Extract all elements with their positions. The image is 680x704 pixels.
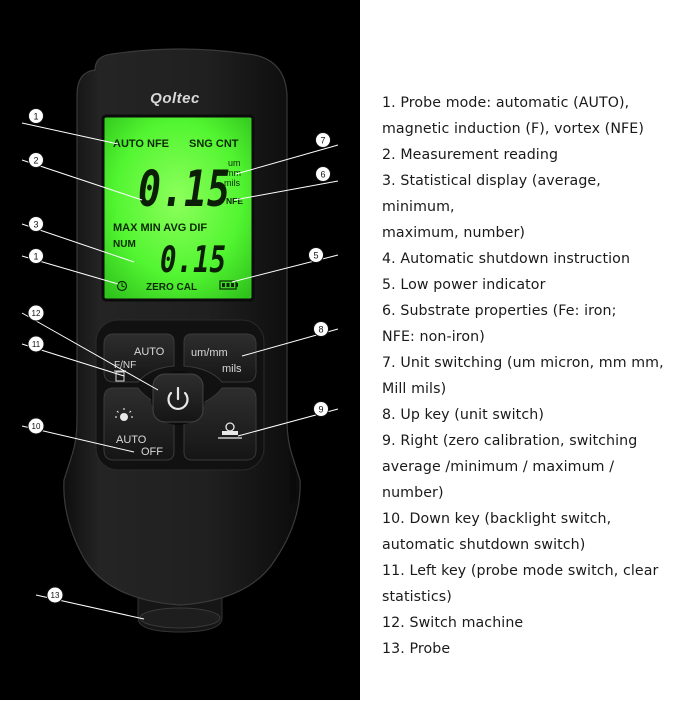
brand-logo: Qoltec — [150, 90, 200, 107]
legend-line: maximum, number) — [382, 225, 526, 241]
down-key-off-label: OFF — [141, 446, 163, 458]
legend-line: 4. Automatic shutdown instruction — [382, 251, 631, 267]
callout-circles: 1 2 3 1 5 — [27, 108, 331, 604]
power-button[interactable] — [151, 371, 205, 425]
legend-line: statistics) — [382, 589, 452, 605]
clock-icon — [116, 280, 128, 292]
callout-10-down-key: 10 — [27, 417, 45, 435]
legend-line: automatic shutdown switch) — [382, 537, 586, 553]
callout-13-probe: 13 — [46, 586, 64, 604]
legend-list: 1. Probe mode: automatic (AUTO), magneti… — [382, 90, 678, 662]
lcd-num-label: NUM — [113, 239, 136, 250]
lcd-stat-reading: 0.15 — [160, 240, 226, 281]
callout-1-mode: 1 — [28, 108, 44, 124]
lcd-unit-mils: mils — [224, 178, 240, 188]
callout-5-low-power: 5 — [308, 247, 324, 263]
svg-text:11: 11 — [32, 340, 41, 349]
up-key-mils-label: mils — [222, 363, 242, 375]
lcd-screen — [101, 114, 255, 302]
legend-line: 10. Down key (backlight switch, — [382, 511, 612, 527]
lcd-unit-mm: mm — [226, 168, 241, 178]
lcd-zero-cal-label: ZERO CAL — [146, 282, 197, 293]
legend-line: 9. Right (zero calibration, switching — [382, 433, 638, 449]
legend-line: Mill mils) — [382, 381, 447, 397]
svg-text:12: 12 — [32, 309, 41, 318]
lcd-unit-um: um — [228, 158, 241, 168]
callout-9-right-key: 9 — [313, 401, 329, 417]
up-key-unit-label: um/mm — [191, 347, 228, 359]
svg-text:8: 8 — [318, 325, 323, 335]
lcd-mode-label: AUTO NFE — [113, 138, 169, 150]
device-illustration: Qoltec AUTO NFE SNG CNT 0.15 um mm mils … — [21, 48, 339, 633]
svg-text:9: 9 — [318, 405, 323, 415]
legend-line: 5. Low power indicator — [382, 277, 546, 293]
callout-1-shutdown: 1 — [28, 248, 44, 264]
svg-text:1: 1 — [33, 112, 38, 122]
svg-text:13: 13 — [51, 591, 60, 600]
svg-text:2: 2 — [33, 156, 38, 166]
svg-text:7: 7 — [320, 136, 325, 146]
left-key-fnf-label: F/NF — [114, 360, 136, 371]
legend-line: 6. Substrate properties (Fe: iron; — [382, 303, 617, 319]
svg-text:3: 3 — [33, 220, 38, 230]
callout-11-left-key: 11 — [27, 335, 45, 353]
callout-12-power: 12 — [27, 304, 45, 322]
backlight-icon — [115, 408, 133, 421]
legend-line: 1. Probe mode: automatic (AUTO), — [382, 95, 630, 111]
legend-line: 13. Probe — [382, 641, 451, 657]
device-photo-panel: Qoltec AUTO NFE SNG CNT 0.15 um mm mils … — [0, 0, 360, 700]
lcd-sng-cnt-label: SNG CNT — [189, 138, 239, 150]
legend-line: 3. Statistical display (average, minimum… — [382, 173, 601, 215]
legend-line: 7. Unit switching (um micron, mm mm, — [382, 355, 664, 371]
legend-line: 2. Measurement reading — [382, 147, 559, 163]
power-icon — [167, 386, 189, 411]
lcd-substrate-label: NFE — [226, 196, 243, 206]
legend-line: 12. Switch machine — [382, 615, 524, 631]
probe-calibration-icon — [218, 422, 242, 439]
legend-line: NFE: non-iron) — [382, 329, 485, 345]
callout-7-units: 7 — [315, 132, 331, 148]
svg-text:10: 10 — [32, 422, 41, 431]
down-key-auto-label: AUTO — [116, 434, 147, 446]
callout-8-up-key: 8 — [313, 321, 329, 337]
legend-line: 8. Up key (unit switch) — [382, 407, 544, 423]
lcd-main-reading: 0.15 — [138, 160, 230, 218]
svg-text:5: 5 — [313, 251, 318, 261]
up-key-unit[interactable]: um/mm mils — [183, 333, 257, 383]
legend-line: average /minimum / maximum / number) — [382, 459, 615, 501]
callout-2-reading: 2 — [28, 152, 44, 168]
lcd-stats-label: MAX MIN AVG DIF — [113, 222, 207, 234]
battery-icon — [219, 280, 238, 290]
svg-text:6: 6 — [320, 170, 325, 180]
callout-6-substrate: 6 — [315, 166, 331, 182]
legend-line: magnetic induction (F), vortex (NFE) — [382, 121, 644, 137]
left-key[interactable]: AUTO F/NF — [103, 333, 175, 383]
callout-3-statistics: 3 — [28, 216, 44, 232]
left-key-auto-label: AUTO — [134, 346, 165, 358]
legend-line: 11. Left key (probe mode switch, clear — [382, 563, 659, 579]
svg-text:1: 1 — [33, 252, 38, 262]
